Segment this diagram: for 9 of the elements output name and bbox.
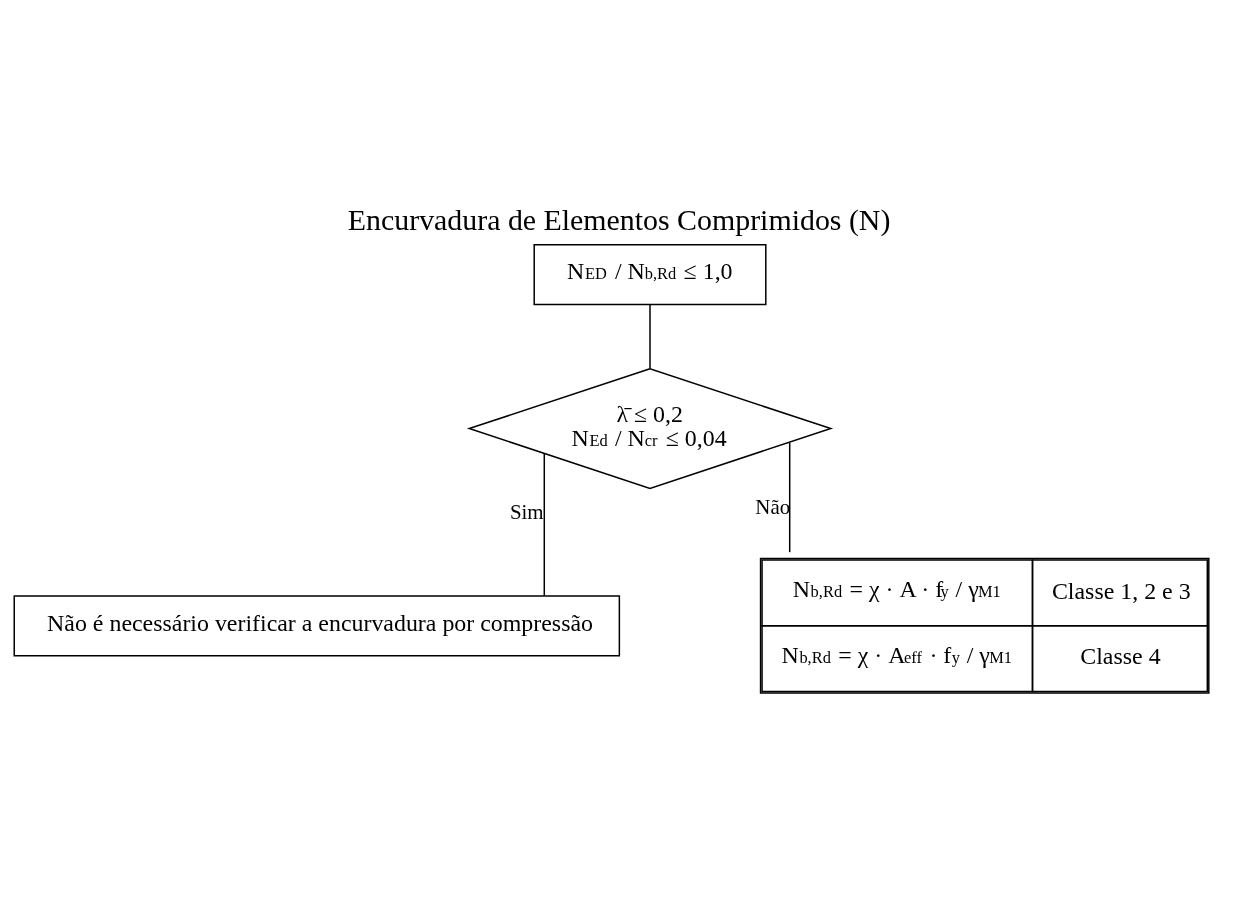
connector — [649, 304, 651, 370]
connector — [788, 442, 791, 553]
edge-label: Sim — [509, 500, 544, 525]
node-box: NED / Nb,Rd ≤ 1,0 — [533, 244, 767, 306]
diagram-title: Encurvadura de Elementos Comprimidos (N) — [347, 202, 891, 236]
node-box: Não é necessário verificar a encurvadura por compressão — [13, 595, 621, 657]
edge-label: Não — [755, 495, 791, 520]
node-diamond: λ̄ ≤ 0,2 NEd / Ncr ≤ 0,04 — [466, 368, 834, 490]
connector — [543, 452, 546, 597]
